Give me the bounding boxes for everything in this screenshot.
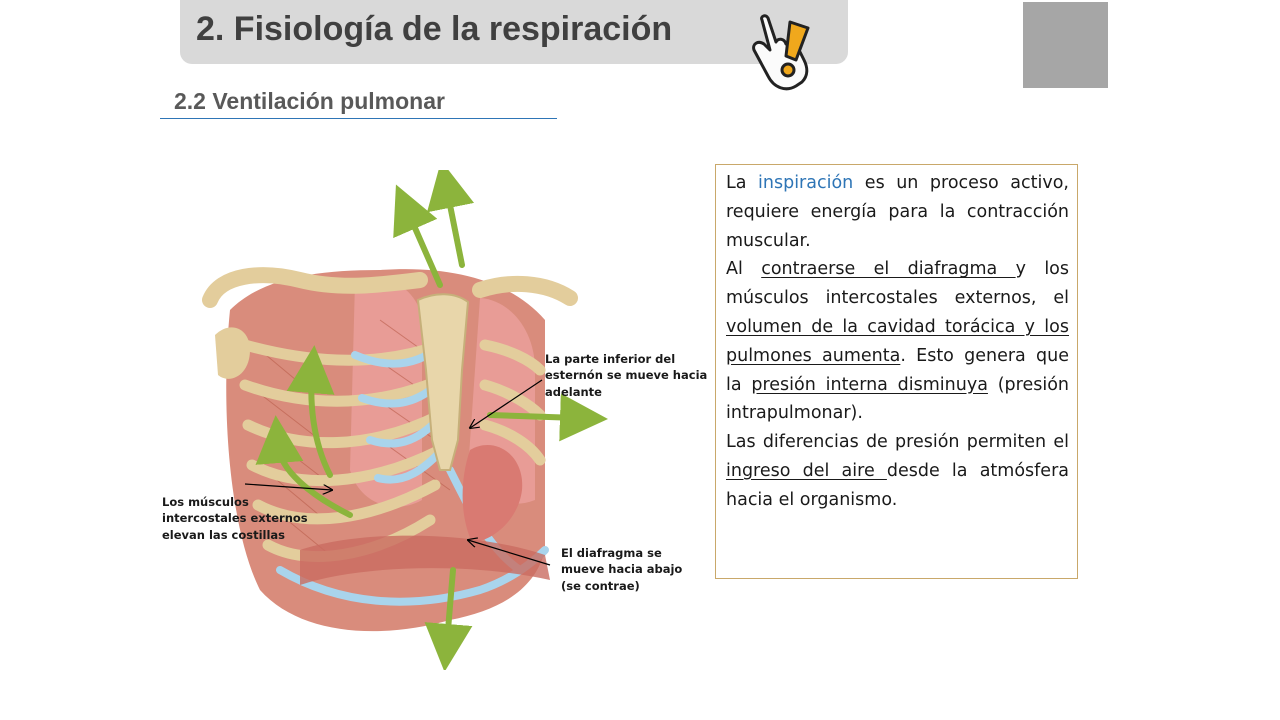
sternum-label: La parte inferior del esternón se mueve …	[545, 352, 708, 399]
explanation-text: La inspiración es un proceso activo, req…	[726, 169, 1069, 515]
underlined-phrase: contraerse el diafragma	[761, 259, 1016, 280]
explanation-textbox: La inspiración es un proceso activo, req…	[715, 164, 1078, 579]
ribcage-illustration	[202, 170, 608, 670]
underlined-phrase: volumen de la cavidad torácica y los pul…	[726, 316, 1069, 366]
title-bar: 2. Fisiología de la respiración	[180, 0, 848, 64]
paragraph-pressure: Las diferencias de presión permiten el i…	[726, 432, 1069, 510]
paragraph-mechanism: Al contraerse el diafragma y los músculo…	[726, 259, 1070, 424]
section-subtitle: 2.2 Ventilación pulmonar	[174, 88, 445, 114]
underlined-phrase: presión interna disminuya	[751, 374, 988, 395]
diaphragm-label: El diafragma se mueve hacia abajo (se co…	[561, 546, 683, 593]
pointing-hand-icon	[752, 14, 810, 91]
gray-placeholder-square	[1023, 2, 1108, 88]
paragraph-inspiration: La inspiración es un proceso activo, req…	[726, 173, 1069, 251]
page-title: 2. Fisiología de la respiración	[196, 10, 673, 48]
subtitle-underline	[160, 118, 557, 119]
intercostal-label: Los músculos intercostales externos elev…	[162, 495, 308, 542]
underlined-phrase: ingreso del aire	[726, 460, 887, 481]
term-inspiracion: inspiración	[758, 173, 854, 193]
